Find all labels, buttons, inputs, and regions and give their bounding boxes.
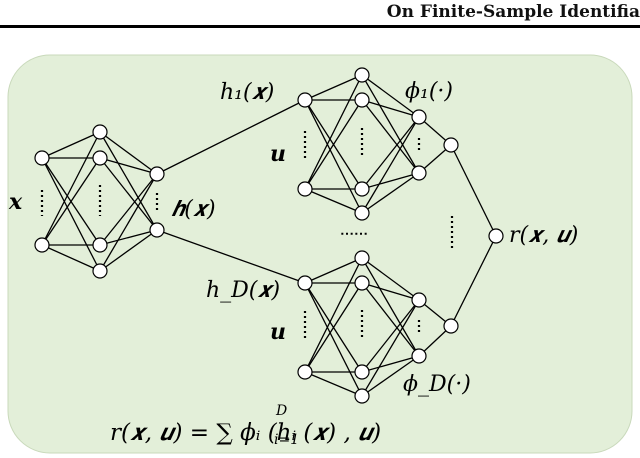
network-edges [41, 74, 497, 397]
vertical-ellipsis-dots [40, 128, 454, 340]
encoder-edge [99, 157, 158, 175]
label-hD-x: h_D(𝒙) [206, 278, 280, 303]
output-edge [450, 144, 497, 237]
phiD-hidden-node [354, 364, 370, 380]
phi1-hidden2-node [411, 165, 427, 181]
phiD-hidden-node [354, 250, 370, 266]
phi1-hidden-node [354, 181, 370, 197]
phi1-edge [304, 188, 363, 214]
phiD-edge [361, 299, 420, 397]
encoder-hidden-node [92, 263, 108, 279]
phiD-edge [304, 282, 363, 397]
phiD-edge [304, 282, 363, 373]
phi1-edge [304, 74, 363, 101]
phiD-edge [304, 257, 363, 373]
h1-connection [156, 99, 306, 175]
phi1-hidden-node [354, 205, 370, 221]
phi1-edge [304, 99, 363, 214]
diagram-panel [7, 54, 633, 454]
encoder-edge [99, 131, 158, 175]
encoder-edge [41, 131, 101, 159]
encoder-hidden-node [92, 124, 108, 140]
phi1-input-node [297, 181, 313, 197]
phiD-edge [304, 371, 363, 397]
encoder-output-node [149, 166, 165, 182]
phiD-output-node [443, 318, 459, 334]
phi1-edge [304, 99, 363, 190]
phi1-edge [361, 172, 420, 190]
phiD-edge [361, 257, 420, 301]
phiD-hidden-node [354, 388, 370, 404]
encoder-edge [41, 244, 101, 272]
formula-sum-subscript: i=1 [274, 432, 299, 448]
hD-connection [156, 229, 306, 284]
encoder-edge [41, 131, 101, 246]
phi1-edge [361, 74, 420, 174]
phiD-hidden-node [354, 275, 370, 291]
phiD-edge [361, 257, 420, 357]
encoder-edge [41, 157, 101, 246]
phi1-output-node [443, 137, 459, 153]
phi1-input-node [297, 92, 313, 108]
encoder-output-node [149, 222, 165, 238]
encoder-edge [99, 131, 158, 231]
encoder-hidden-node [92, 150, 108, 166]
network-nodes [34, 67, 504, 404]
phiD-edge [361, 282, 420, 301]
phi1-edge [361, 116, 420, 190]
encoder-edge [99, 157, 158, 231]
label-h-x: 𝒉(𝒙) [171, 197, 216, 222]
phiD-edge [361, 299, 420, 373]
horizontal-ellipsis: ⋯⋯ [340, 226, 368, 242]
phiD-edge [361, 355, 420, 397]
phiD-edge [304, 257, 363, 284]
encoder-edge [99, 173, 158, 272]
label-h1-x: h₁(𝒙) [220, 80, 274, 105]
phiD-edge [361, 282, 420, 357]
encoder-edge [99, 229, 158, 272]
phi1-hidden-node [354, 92, 370, 108]
phi1-edge [304, 74, 363, 190]
encoder-edge [41, 157, 101, 272]
label-input-x: 𝒙 [8, 189, 23, 215]
phi1-edge [361, 99, 420, 118]
output-edge [450, 235, 497, 327]
label-u-top: 𝒖 [270, 141, 286, 167]
encoder-edge [99, 229, 158, 246]
label-output-r: r(𝒙, 𝒖) [509, 223, 578, 248]
formula: r(𝒙, 𝒖) = ∑ ϕᵢ (hᵢ (𝒙) , 𝒖) [110, 420, 381, 446]
phi1-edge [361, 74, 420, 118]
phi1-edge [361, 99, 420, 174]
page-header-title: On Finite-Sample Identifia [386, 2, 640, 22]
phi1-edge [361, 116, 420, 214]
encoder-input-node [34, 237, 50, 253]
formula-sum-superscript: D [275, 403, 287, 419]
phi1-hidden2-node [411, 109, 427, 125]
phi1-hidden-node [354, 67, 370, 83]
phiD-edge [361, 355, 420, 373]
final-output-node [488, 228, 504, 244]
label-phiD: ϕ_D(·) [403, 372, 471, 397]
phiD-input-node [297, 364, 313, 380]
encoder-input-node [34, 150, 50, 166]
phiD-input-node [297, 275, 313, 291]
phiD-hidden2-node [411, 348, 427, 364]
encoder-hidden-node [92, 237, 108, 253]
label-u-bottom: 𝒖 [270, 319, 286, 345]
header-rule [0, 25, 640, 28]
phi1-edge [361, 172, 420, 214]
phiD-hidden2-node [411, 292, 427, 308]
label-phi1: ϕ₁(·) [405, 79, 453, 104]
encoder-edge [99, 173, 158, 246]
